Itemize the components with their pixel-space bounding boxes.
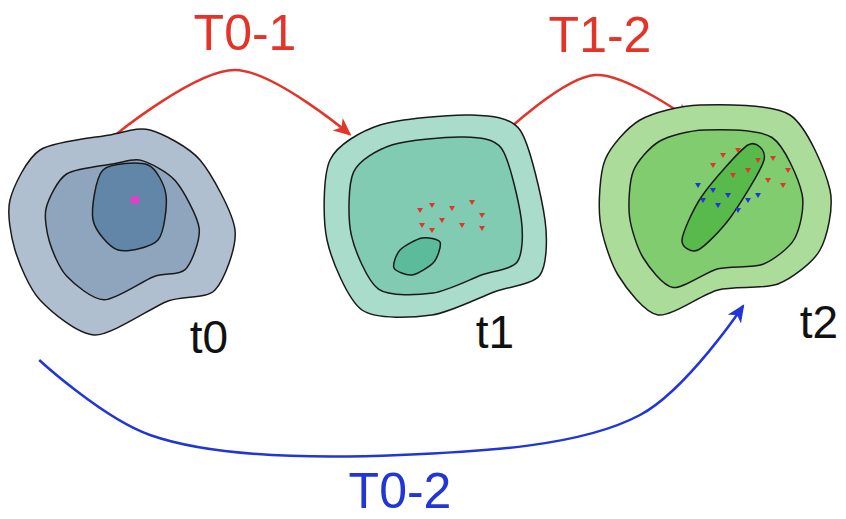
time-label: t2 xyxy=(800,299,838,345)
contour-outline xyxy=(322,110,554,355)
map-label: T1-2 xyxy=(549,10,652,60)
transport-arrow xyxy=(39,306,743,457)
contour-line xyxy=(324,115,546,317)
sample-point xyxy=(735,148,741,153)
sample-point xyxy=(745,198,751,203)
sample-point xyxy=(745,168,751,173)
time-label: t0 xyxy=(190,314,228,360)
sample-point xyxy=(725,193,731,198)
sample-point xyxy=(785,168,791,173)
sample-point xyxy=(710,163,716,168)
sample-point xyxy=(479,226,485,231)
contour-line xyxy=(394,238,441,275)
sample-point xyxy=(710,188,716,193)
sample-point xyxy=(770,156,776,161)
sample-point xyxy=(765,178,771,183)
sample-point xyxy=(130,196,140,204)
contour-line xyxy=(349,137,522,295)
map-label: T0-2 xyxy=(349,466,452,516)
sample-point xyxy=(469,200,475,205)
contour-line xyxy=(45,160,199,300)
sample-point xyxy=(439,218,445,223)
region-map: t0 xyxy=(8,125,248,360)
region-map: t2 xyxy=(598,100,840,345)
sample-point xyxy=(695,183,701,188)
sample-point xyxy=(755,158,761,163)
transport-arrow xyxy=(116,70,350,135)
sample-point xyxy=(700,198,706,203)
contour-line xyxy=(93,163,167,251)
sample-point xyxy=(735,208,741,213)
sample-point xyxy=(419,223,425,228)
sample-point xyxy=(429,203,435,208)
sample-point xyxy=(780,183,786,188)
contour-line xyxy=(682,144,764,251)
region-map: t1 xyxy=(322,110,554,355)
sample-point xyxy=(429,228,435,233)
sample-point xyxy=(730,173,736,178)
sample-point xyxy=(417,208,423,213)
contour-line xyxy=(599,105,831,315)
sample-point xyxy=(459,223,465,228)
time-label: t1 xyxy=(476,309,514,355)
sample-point xyxy=(715,203,721,208)
sample-point xyxy=(755,193,761,198)
contour-line xyxy=(9,129,235,335)
sample-point xyxy=(479,213,485,218)
sample-point xyxy=(449,206,455,211)
map-label: T0-1 xyxy=(194,8,297,58)
sample-point xyxy=(720,153,726,158)
contour-line xyxy=(629,130,803,288)
